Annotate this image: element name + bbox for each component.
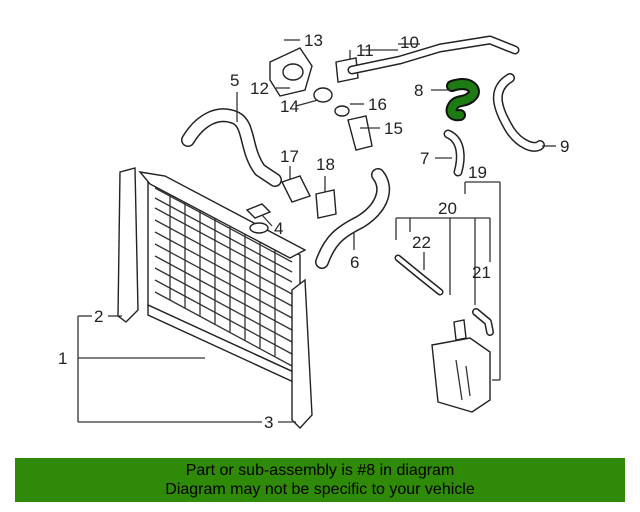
info-banner: Part or sub-assembly is #8 in diagram Di… — [15, 458, 625, 502]
callout-5: 5 — [230, 71, 239, 90]
callout-16: 16 — [368, 95, 387, 114]
water-inlet — [347, 115, 373, 151]
callout-20: 20 — [438, 199, 457, 218]
radiator — [138, 171, 307, 387]
callout-13: 13 — [304, 31, 323, 50]
pipe-11 — [335, 57, 359, 83]
callout-4: 4 — [274, 219, 283, 238]
banner-line-1: Part or sub-assembly is #8 in diagram — [185, 462, 455, 479]
callout-19: 19 — [468, 163, 487, 182]
callout-8: 8 — [414, 81, 423, 100]
gasket-18 — [315, 189, 337, 219]
callout-22: 22 — [412, 233, 431, 252]
thermostat — [313, 87, 333, 103]
callout-15: 15 — [384, 119, 403, 138]
callout-9: 9 — [560, 137, 569, 156]
callout-18: 18 — [316, 155, 335, 174]
bypass-outlet — [281, 175, 311, 203]
callout-21: 21 — [472, 263, 491, 282]
callout-11: 11 — [356, 41, 374, 60]
callout-10: 10 — [400, 33, 419, 52]
reservoir-tank — [431, 337, 491, 413]
parts-diagram: 1 2 3 4 5 6 7 8 9 10 11 12 13 14 15 16 1… — [58, 31, 569, 432]
gasket-16 — [334, 105, 350, 117]
callout-17: 17 — [280, 147, 299, 166]
clip-part — [245, 203, 272, 219]
callout-2: 2 — [94, 307, 103, 326]
right-bracket — [291, 278, 313, 430]
callout-7: 7 — [420, 149, 429, 168]
leader-lines — [77, 39, 556, 423]
callout-12: 12 — [250, 79, 269, 98]
callout-6: 6 — [350, 253, 359, 272]
callout-3: 3 — [264, 413, 273, 432]
callout-14: 14 — [280, 97, 299, 116]
left-bracket — [117, 167, 139, 323]
callout-1: 1 — [58, 349, 67, 368]
banner-line-2: Diagram may not be specific to your vehi… — [165, 481, 475, 498]
